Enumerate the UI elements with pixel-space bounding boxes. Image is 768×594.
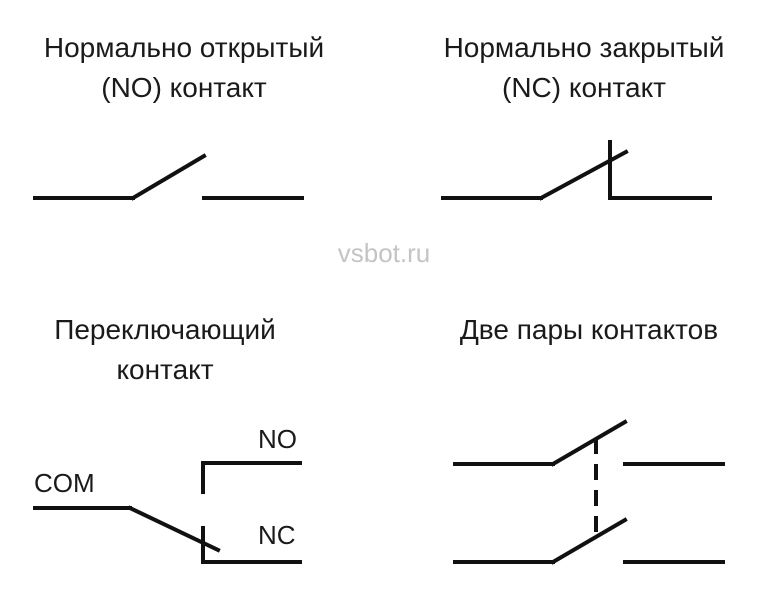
upper-blade xyxy=(550,419,628,467)
lower-blade xyxy=(550,517,628,565)
caption-two-pairs-line-1: Две пары контактов xyxy=(459,314,719,345)
caption-normally-open-line-2: (NO) контакт xyxy=(101,72,267,103)
caption-normally-open-line-1: Нормально открытый xyxy=(43,32,325,63)
symbol-normally-closed xyxy=(441,140,712,201)
nc-blade xyxy=(538,149,629,201)
caption-changeover-line-2: контакт xyxy=(116,354,214,385)
watermark: vsbot.ru xyxy=(337,238,431,268)
caption-normally-open: Нормально открытый (NO) контакт xyxy=(0,28,368,108)
no-blade xyxy=(130,153,207,201)
caption-changeover: Переключающий контакт xyxy=(0,310,330,390)
caption-normally-closed-line-1: Нормально закрытый xyxy=(443,32,725,63)
terminal-label-com: COM xyxy=(34,468,95,498)
caption-normally-closed-line-2: (NC) контакт xyxy=(502,72,666,103)
terminal-label-nc: NC xyxy=(258,520,296,550)
caption-normally-closed: Нормально закрытый (NC) контакт xyxy=(400,28,768,108)
symbol-normally-open xyxy=(33,153,304,201)
symbol-two-pairs xyxy=(453,419,725,565)
caption-two-pairs: Две пары контактов xyxy=(410,310,768,350)
caption-changeover-line-1: Переключающий xyxy=(54,314,276,345)
terminal-label-no: NO xyxy=(258,424,297,454)
symbol-changeover xyxy=(33,461,302,564)
